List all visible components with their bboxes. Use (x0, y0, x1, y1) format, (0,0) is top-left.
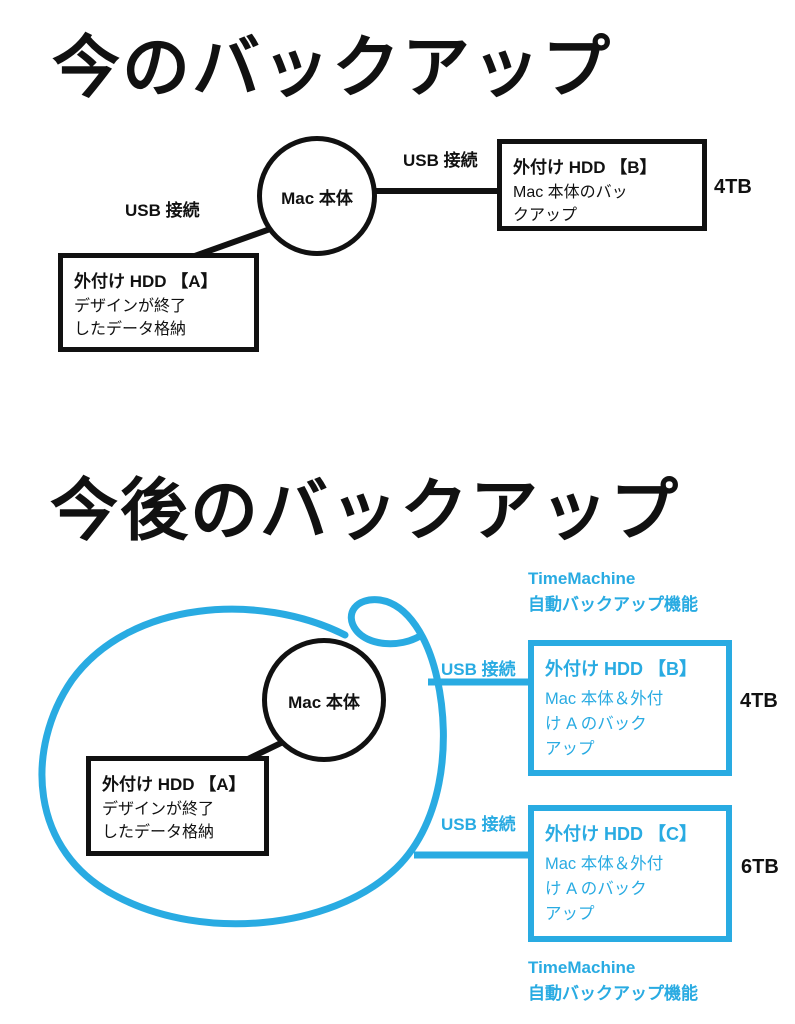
future-hdd-c-box: 外付け HDD 【C】 Mac 本体＆外付 け A のバック アップ (528, 805, 732, 942)
future-hdd-c-body: Mac 本体＆外付 け A のバック アップ (545, 855, 664, 923)
future-hdd-c-capacity: 6TB (741, 856, 779, 878)
current-usb-label-left: USB 接続 (125, 201, 200, 220)
future-mac-label: Mac 本体 (288, 692, 360, 712)
future-usb-label-top: USB 接続 (441, 660, 516, 679)
current-mac-label: Mac 本体 (281, 188, 353, 208)
future-hdd-c-title: 外付け HDD 【C】 (545, 824, 697, 844)
future-hdd-a-title: 外付け HDD 【A】 (102, 775, 246, 794)
future-hdd-a-body: デザインが終了 したデータ格納 (102, 801, 215, 842)
future-backup-title: 今後のバックアップ (50, 473, 681, 549)
current-hdd-a-box: 外付け HDD 【A】 デザインが終了 したデータ格納 (58, 253, 259, 352)
current-mac-node: Mac 本体 (257, 136, 377, 256)
current-hdd-a-title: 外付け HDD 【A】 (74, 272, 218, 291)
future-hdd-b-title: 外付け HDD 【B】 (545, 659, 697, 679)
future-hdd-b-capacity: 4TB (740, 690, 778, 712)
current-hdd-b-box: 外付け HDD 【B】 Mac 本体のバッ クアップ (497, 139, 707, 231)
current-hdd-a-body: デザインが終了 したデータ格納 (74, 298, 187, 339)
future-mac-node: Mac 本体 (262, 638, 386, 762)
future-hdd-a-box: 外付け HDD 【A】 デザインが終了 したデータ格納 (86, 756, 269, 856)
future-hdd-b-body: Mac 本体＆外付 け A のバック アップ (545, 690, 664, 758)
current-hdd-b-body: Mac 本体のバッ クアップ (513, 184, 628, 225)
future-timemachine-label-top: TimeMachine 自動バックアップ機能 (528, 569, 698, 614)
current-usb-label-right: USB 接続 (403, 151, 478, 170)
future-hdd-b-box: 外付け HDD 【B】 Mac 本体＆外付 け A のバック アップ (528, 640, 732, 776)
current-hdd-b-title: 外付け HDD 【B】 (513, 158, 657, 177)
future-timemachine-label-bottom: TimeMachine 自動バックアップ機能 (528, 958, 698, 1003)
future-usb-label-bottom: USB 接続 (441, 815, 516, 834)
current-hdd-b-capacity: 4TB (714, 176, 752, 198)
current-backup-title: 今のバックアップ (52, 30, 613, 106)
